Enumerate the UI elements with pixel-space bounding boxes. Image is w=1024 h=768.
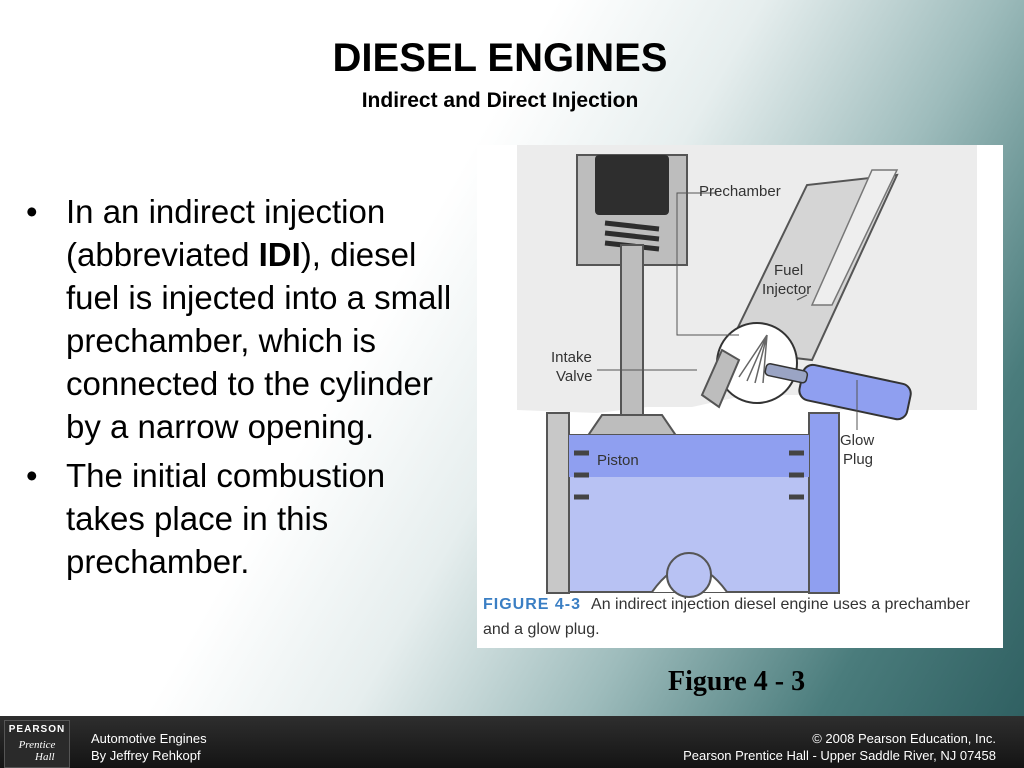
figure-caption-text: An indirect injection diesel engine uses… xyxy=(483,596,970,638)
slide-subtitle: Indirect and Direct Injection xyxy=(361,89,639,112)
footer-copyright: © 2008 Pearson Education, Inc. Pearson P… xyxy=(683,730,996,764)
valve-head xyxy=(585,414,679,438)
valve-spring-cap xyxy=(595,155,669,215)
engine-figure: Prechamber Fuel Injector Intake Valve Gl… xyxy=(477,145,1003,648)
bullet-text: The initial combustion takes place in th… xyxy=(66,457,386,580)
bullet-text: In an indirect injection (abbreviated xyxy=(66,193,386,273)
footer-bar: PEARSON Prentice Hall Automotive Engines… xyxy=(0,716,1024,768)
fuel-spray xyxy=(738,334,768,384)
engine-diagram: Prechamber Fuel Injector Intake Valve Gl… xyxy=(517,145,977,598)
footer-course-info: Automotive Engines By Jeffrey Rehkopf xyxy=(91,730,207,764)
cylinder-wall-right xyxy=(808,412,840,594)
footer-author: By Jeffrey Rehkopf xyxy=(91,748,201,763)
bullet-bold-term: IDI xyxy=(258,236,301,273)
bullet-item: • In an indirect injection (abbreviated … xyxy=(26,190,466,448)
bullet-icon: • xyxy=(26,457,38,494)
leader-line-injector xyxy=(796,294,808,301)
glow-plug-tip xyxy=(764,362,809,384)
figure-caption-number: FIGURE 4-3 xyxy=(483,596,582,613)
label-intake-valve: Valve xyxy=(556,368,592,385)
bullet-list: • In an indirect injection (abbreviated … xyxy=(26,190,466,589)
footer-course-title: Automotive Engines xyxy=(91,731,207,746)
label-fuel-injector: Fuel xyxy=(774,262,803,279)
logo-text: Hall xyxy=(35,751,55,763)
bullet-icon: • xyxy=(26,193,38,230)
piston-ring-grooves xyxy=(574,450,804,500)
logo-text: PEARSON xyxy=(8,724,66,735)
piston-crown xyxy=(569,435,809,477)
injector-rod xyxy=(810,169,899,306)
figure-reference: Figure 4 - 3 xyxy=(668,666,806,697)
wrist-pin xyxy=(666,552,712,598)
bullet-item: • The initial combustion takes place in … xyxy=(26,454,466,583)
prechamber-passage xyxy=(700,348,741,409)
valve-stem xyxy=(620,244,644,426)
logo-text: Prentice xyxy=(18,739,56,751)
leader-line-prechamber xyxy=(676,192,739,336)
label-glow-plug: Glow xyxy=(840,432,874,449)
footer-publisher-line: Pearson Prentice Hall - Upper Saddle Riv… xyxy=(683,748,996,763)
label-fuel-injector: Injector xyxy=(762,281,811,298)
label-glow-plug: Plug xyxy=(843,451,873,468)
label-prechamber: Prechamber xyxy=(699,183,781,200)
footer-copyright-line: © 2008 Pearson Education, Inc. xyxy=(812,731,996,746)
bullet-text: ), diesel fuel is injected into a small … xyxy=(66,236,452,445)
cylinder-wall-left xyxy=(546,412,570,594)
slide-title: DIESEL ENGINES xyxy=(332,36,668,80)
label-intake-valve: Intake xyxy=(551,349,592,366)
label-piston: Piston xyxy=(597,452,639,469)
pearson-logo: PEARSON Prentice Hall xyxy=(4,720,70,768)
